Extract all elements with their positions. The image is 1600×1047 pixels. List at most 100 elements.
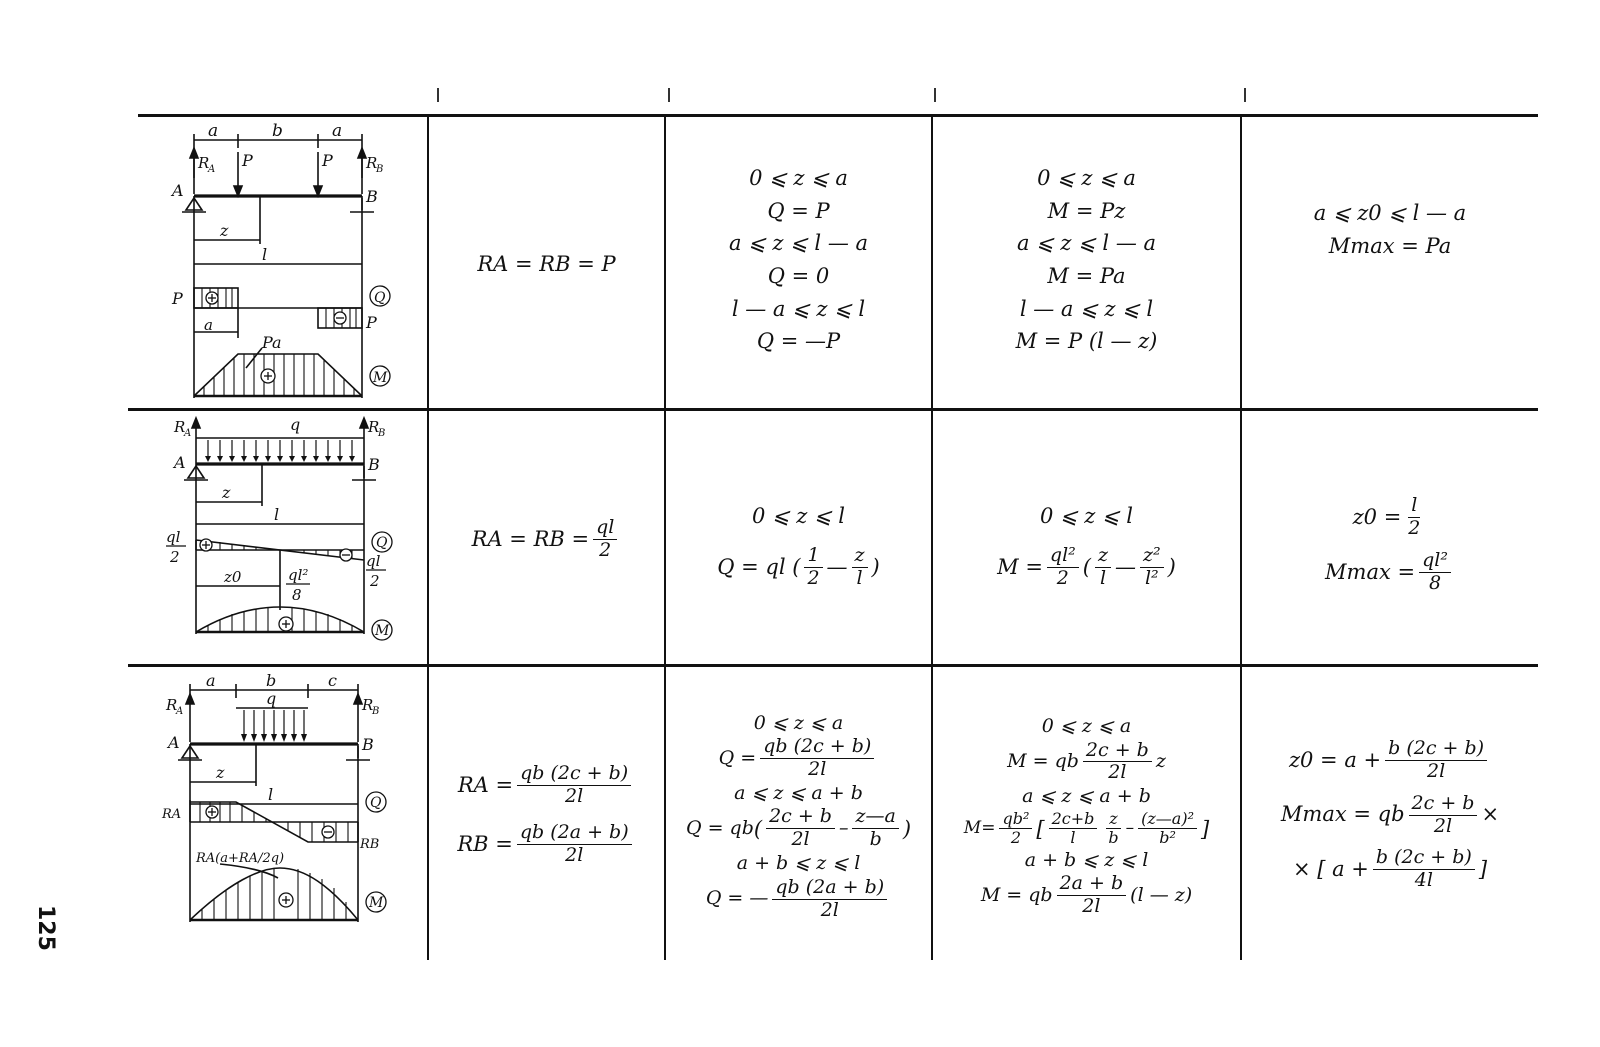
ra-frac: qb (2c + b)2l bbox=[517, 762, 632, 808]
frac-num: qb (2a + b) bbox=[772, 876, 888, 900]
moment-m3-tail: (l — z) bbox=[1130, 883, 1193, 906]
frac-num: 2c + b bbox=[1408, 792, 1478, 816]
frac-num: ql² bbox=[1046, 544, 1079, 568]
bracket-open: [ bbox=[1036, 816, 1045, 841]
column-divider-1 bbox=[427, 116, 429, 960]
max-z0: z0 = a + b (2c + b)2l bbox=[1289, 737, 1491, 783]
frac-den: l² bbox=[1144, 566, 1159, 589]
shear-q1: Q = qb (2c + b)2l bbox=[719, 735, 879, 781]
support-label: B bbox=[367, 455, 380, 474]
column-divider-4 bbox=[1240, 116, 1242, 960]
rb-lhs: RB = bbox=[457, 832, 513, 857]
frac-num: qb² bbox=[999, 809, 1033, 830]
frac-num: b (2c + b) bbox=[1385, 737, 1488, 761]
dim-label: a bbox=[206, 672, 216, 690]
reaction-label: R bbox=[165, 696, 177, 714]
q-right-label: RB bbox=[359, 837, 379, 852]
frac-num: 2c+b bbox=[1048, 809, 1098, 830]
frac-num: (z—a)² bbox=[1138, 809, 1197, 830]
frac-den: 2l bbox=[791, 828, 810, 851]
row3-shear: 0 ⩽ z ⩽ a Q = qb (2c + b)2l a ⩽ z ⩽ a + … bbox=[666, 676, 931, 956]
frac-den: 2l bbox=[565, 843, 584, 866]
reaction-label: R bbox=[361, 696, 373, 714]
column-divider-2 bbox=[664, 116, 666, 960]
frac-den: 2l bbox=[1433, 814, 1453, 837]
reactions-lhs: RA = RB = bbox=[471, 526, 590, 551]
header-tick bbox=[1244, 88, 1246, 102]
frac-den: 2l bbox=[1082, 895, 1101, 918]
max-m-lhs: Mmax = qb bbox=[1280, 802, 1405, 827]
moment-line: M = P (l — z) bbox=[1015, 329, 1158, 354]
dim-label: b bbox=[266, 672, 276, 690]
shear-line: l — a ⩽ z ⩽ l bbox=[731, 296, 866, 321]
paren-open: ( bbox=[785, 554, 801, 579]
frac-den: 2l bbox=[1108, 761, 1127, 784]
row1-shear: 0 ⩽ z ⩽ a Q = P a ⩽ z ⩽ l — a Q = 0 l — … bbox=[666, 140, 931, 380]
q-right-num: ql bbox=[366, 552, 381, 570]
max-line: Mmax = Pa bbox=[1328, 234, 1452, 258]
frac-num: z² bbox=[1140, 544, 1164, 568]
frac-num: ql² bbox=[1419, 549, 1451, 573]
rb-formula: RB = qb (2a + b)2l bbox=[457, 821, 635, 867]
load-label: P bbox=[241, 151, 253, 170]
reaction-label: R bbox=[367, 418, 379, 436]
shear-lhs: Q = ql bbox=[717, 554, 786, 579]
shear-line: Q = P bbox=[767, 198, 830, 223]
frac-num: ql bbox=[593, 516, 618, 540]
shear-line: Q = 0 bbox=[767, 264, 830, 288]
moment-range-1: 0 ⩽ z ⩽ a bbox=[1041, 714, 1132, 737]
paren-close: ) bbox=[871, 554, 880, 579]
m-diagram-marker: M bbox=[374, 623, 390, 639]
table-top-rule bbox=[138, 114, 1538, 117]
rb-frac: qb (2a + b)2l bbox=[516, 821, 632, 867]
frac-num: b (2c + b) bbox=[1372, 846, 1475, 871]
max-m-cont: × [ a + b (2c + b)4l ] bbox=[1293, 846, 1487, 892]
bracket-close: ] bbox=[1200, 816, 1210, 841]
moment-range-2: a ⩽ z ⩽ a + b bbox=[1022, 785, 1151, 808]
q-diagram-marker: Q bbox=[376, 535, 388, 551]
a-label: a bbox=[204, 316, 213, 334]
frac-den: 2l bbox=[565, 785, 584, 808]
moment-m1-tail: z bbox=[1155, 750, 1166, 773]
frac-den: 2l bbox=[808, 757, 827, 780]
shear-range: 0 ⩽ z ⩽ l bbox=[751, 504, 846, 529]
max-m-lhs: Mmax = bbox=[1325, 560, 1416, 585]
page-number: 125 bbox=[33, 905, 58, 951]
moment-line: l — a ⩽ z ⩽ l bbox=[1019, 296, 1154, 321]
q-right-den: 2 bbox=[369, 572, 380, 590]
reaction-label: R bbox=[365, 154, 377, 172]
shear-q2-lhs: Q = qb bbox=[685, 816, 754, 839]
frac-den: 2l bbox=[820, 898, 839, 921]
max-line: a ⩽ z0 ⩽ l — a bbox=[1313, 201, 1467, 226]
dim-label: a bbox=[332, 121, 342, 141]
moment-line: 0 ⩽ z ⩽ a bbox=[1037, 166, 1136, 191]
q-diagram-marker: Q bbox=[374, 290, 386, 306]
z-label: z bbox=[215, 763, 225, 782]
q-left-label: RA bbox=[161, 807, 181, 822]
m-value-label: Pa bbox=[261, 333, 282, 352]
row1-moment: 0 ⩽ z ⩽ a M = Pz a ⩽ z ⩽ l — a M = Pa l … bbox=[933, 140, 1240, 380]
row3-beam-diagram: a b c R A R B q A B z l RA RB RA(a+RA/2q… bbox=[161, 672, 387, 922]
frac-den: l bbox=[1099, 566, 1107, 589]
header-tick bbox=[437, 88, 439, 102]
moment-lhs: M = bbox=[997, 554, 1043, 579]
